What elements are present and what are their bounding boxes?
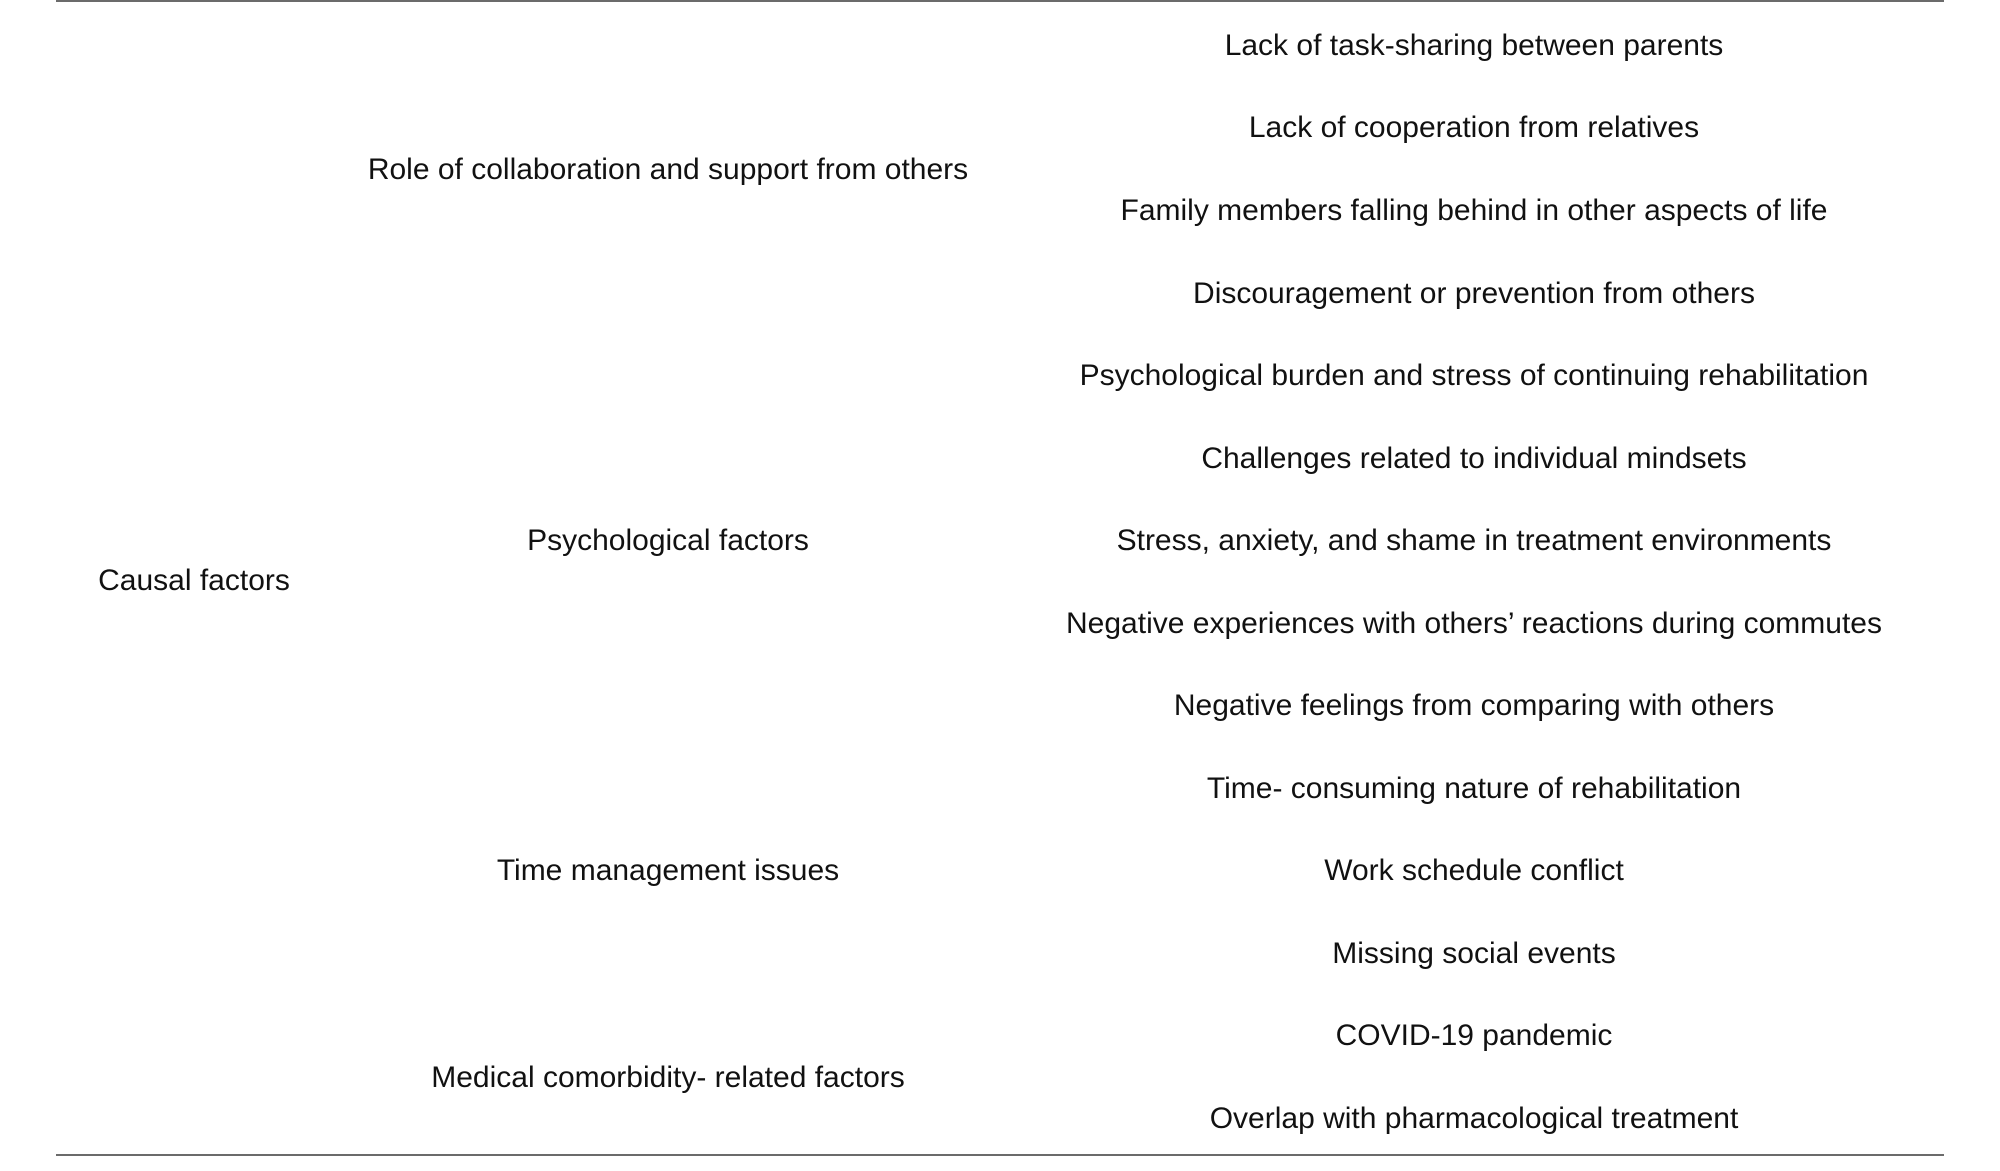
subcategory-medical-comorbidity: Medical comorbidity- related factors <box>431 1061 905 1094</box>
category-cell: Causal factors <box>98 564 290 597</box>
item-cell: Family members falling behind in other a… <box>1120 194 1828 227</box>
item-cell: Time- consuming nature of rehabilitation <box>1206 772 1742 805</box>
item-cell: Negative feelings from comparing with ot… <box>1173 689 1775 722</box>
subcategory-time-management: Time management issues <box>496 854 840 887</box>
item-cell: Missing social events <box>1332 937 1616 970</box>
table-top-rule <box>56 0 1944 2</box>
item-cell: Discouragement or prevention from others <box>1193 277 1755 310</box>
table-bottom-rule <box>56 1154 1944 1156</box>
item-cell: Lack of cooperation from relatives <box>1248 111 1700 144</box>
item-cell: Lack of task-sharing between parents <box>1224 29 1724 62</box>
item-cell: COVID-19 pandemic <box>1335 1019 1613 1052</box>
subcategory-psychological: Psychological factors <box>527 524 809 557</box>
subcategory-collaboration: Role of collaboration and support from o… <box>367 153 969 186</box>
item-cell: Stress, anxiety, and shame in treatment … <box>1116 524 1832 557</box>
item-cell: Challenges related to individual mindset… <box>1201 442 1747 475</box>
item-cell: Overlap with pharmacological treatment <box>1209 1102 1739 1135</box>
item-cell: Psychological burden and stress of conti… <box>1079 359 1869 392</box>
item-cell: Work schedule conflict <box>1324 854 1624 887</box>
item-cell: Negative experiences with others’ reacti… <box>1066 607 1882 640</box>
